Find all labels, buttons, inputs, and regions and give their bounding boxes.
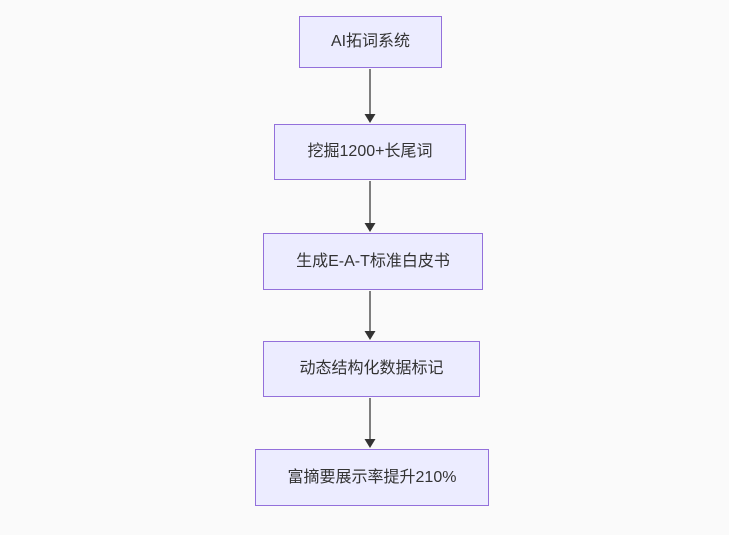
flowchart-node-longtail-mining: 挖掘1200+长尾词 bbox=[274, 124, 466, 180]
flowchart-node-rich-snippet-uplift: 富摘要展示率提升210% bbox=[255, 449, 489, 506]
node-label: 富摘要展示率提升210% bbox=[287, 468, 457, 486]
flowchart-node-eat-whitepaper: 生成E-A-T标准白皮书 bbox=[263, 233, 483, 290]
flowchart-node-structured-data-markup: 动态结构化数据标记 bbox=[263, 341, 480, 397]
node-label: 动态结构化数据标记 bbox=[299, 360, 444, 378]
arrowhead-icon bbox=[364, 114, 376, 123]
node-label: 挖掘1200+长尾词 bbox=[307, 143, 433, 161]
flowchart-node-ai-keyword-system: AI拓词系统 bbox=[299, 16, 442, 68]
edge-c-d bbox=[364, 291, 376, 340]
node-label: 生成E-A-T标准白皮书 bbox=[296, 252, 450, 270]
arrowhead-icon bbox=[364, 439, 376, 448]
node-label: AI拓词系统 bbox=[330, 33, 411, 51]
edge-a-b bbox=[364, 69, 376, 123]
edge-b-c bbox=[364, 181, 376, 232]
arrowhead-icon bbox=[364, 223, 376, 232]
edge-d-e bbox=[364, 398, 376, 448]
arrowhead-icon bbox=[364, 331, 376, 340]
